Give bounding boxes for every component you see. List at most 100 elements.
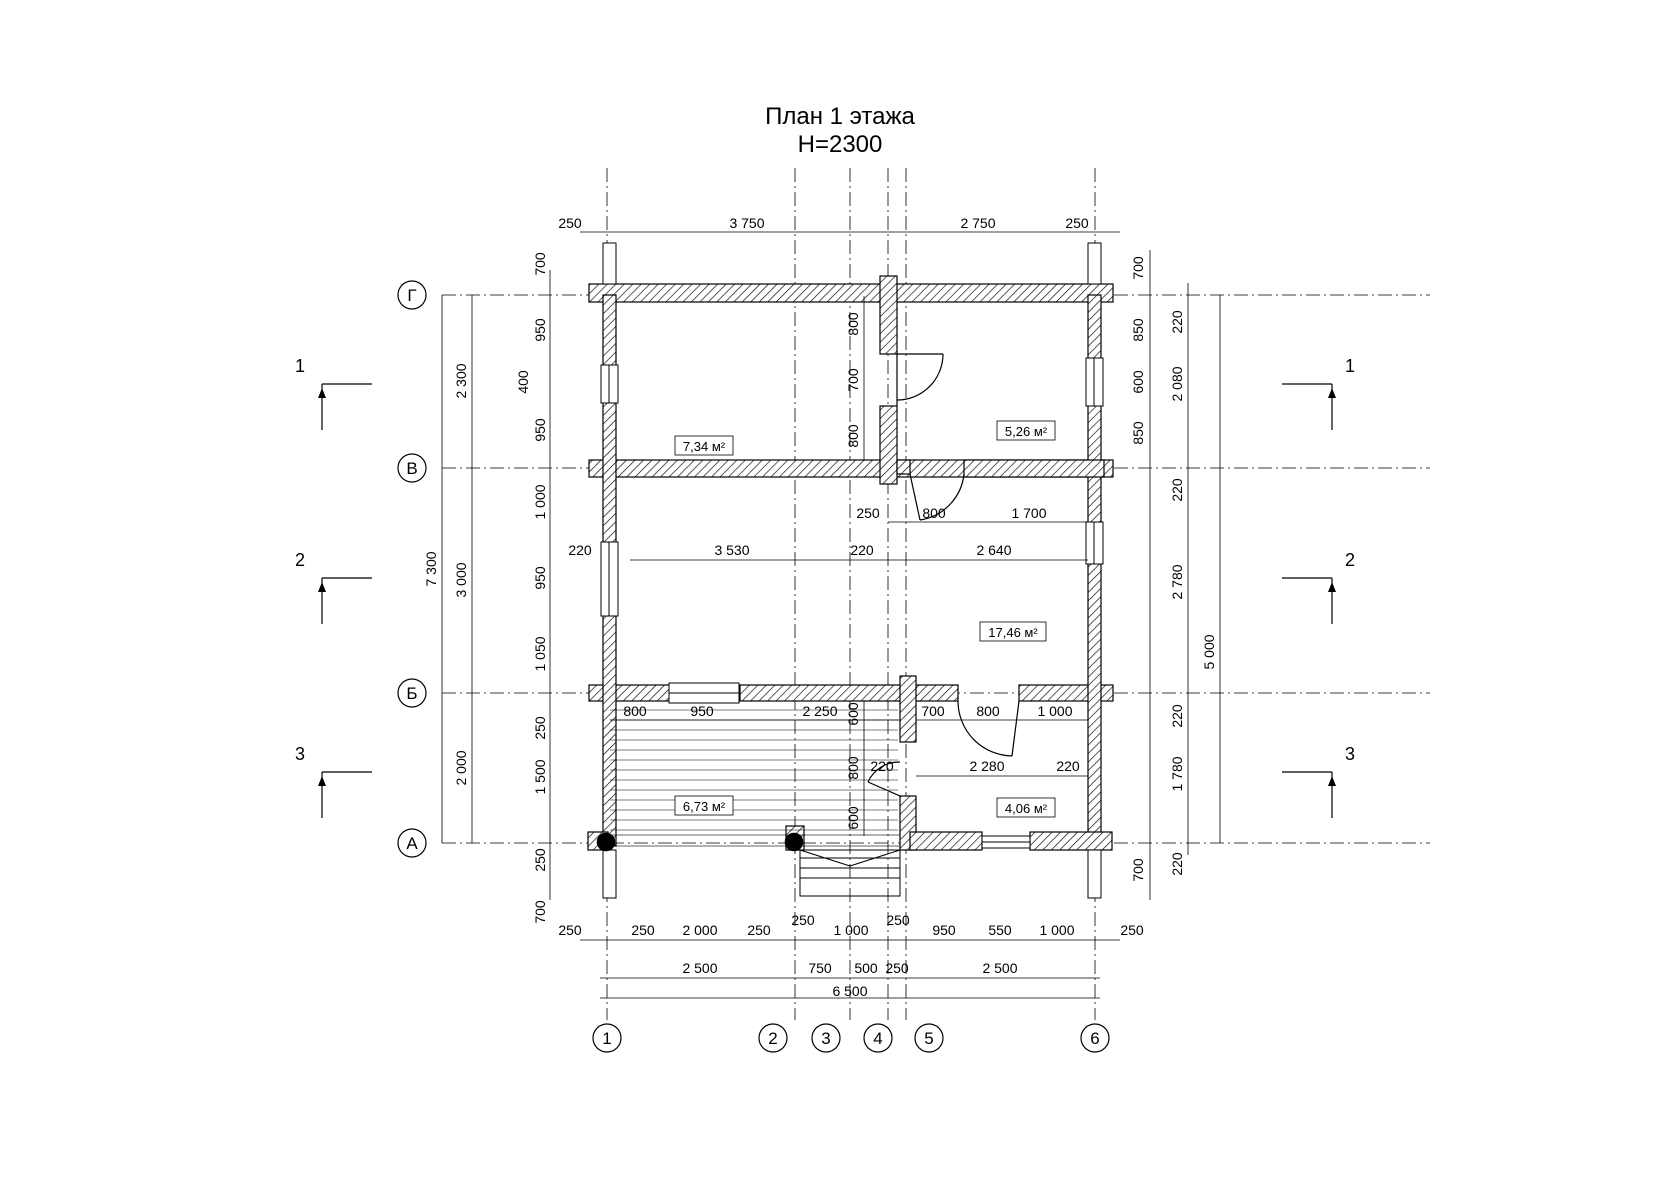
axis-label-a: А	[406, 834, 418, 853]
dim-bottom: 550	[988, 922, 1012, 938]
dim-top: 2 750	[960, 215, 995, 231]
axis-bubbles	[397, 280, 1110, 1053]
section-markers	[321, 383, 1333, 818]
dim-bottom: 950	[932, 922, 956, 938]
dim-right-mid: 1 780	[1169, 756, 1185, 791]
dim-right: 700	[1130, 256, 1146, 280]
dim-interior: 800	[845, 424, 861, 448]
dim-bottom: 500	[854, 960, 878, 976]
dim-interior: 800	[845, 312, 861, 336]
dim-interior: 800	[845, 756, 861, 780]
axis-label-3: 3	[821, 1029, 830, 1048]
dim-left: 1 000	[532, 484, 548, 519]
dim-interior: 1 000	[1037, 703, 1072, 719]
dim-bottom: 250	[747, 922, 771, 938]
section-label-3-right: 3	[1345, 744, 1355, 764]
axis-label-v: В	[406, 459, 417, 478]
dim-interior: 1 700	[1011, 505, 1046, 521]
dim-bottom: 250	[558, 922, 582, 938]
dim-interior: 600	[845, 806, 861, 830]
entrance-steps	[799, 849, 901, 897]
dim-left: 400	[515, 370, 531, 394]
dim-interior: 2 250	[802, 703, 837, 719]
dim-left-outer: 2 300	[453, 363, 469, 398]
dim-interior: 220	[1056, 758, 1080, 774]
dim-interior: 2 280	[969, 758, 1004, 774]
dim-right-mid: 220	[1169, 478, 1185, 502]
dim-left-total: 7 300	[423, 551, 439, 586]
room-area-terrace: 6,73 м²	[683, 799, 726, 814]
section-label-2-left: 2	[295, 550, 305, 570]
dim-right: 850	[1130, 421, 1146, 445]
dim-right-mid: 220	[1169, 704, 1185, 728]
dim-bottom: 2 000	[682, 922, 717, 938]
dim-interior: 600	[845, 702, 861, 726]
dim-left: 250	[532, 848, 548, 872]
dim-right-total: 5 000	[1201, 634, 1217, 669]
dim-right-mid: 220	[1169, 852, 1185, 876]
dim-left-outer: 2 000	[453, 750, 469, 785]
dim-top: 250	[558, 215, 582, 231]
dim-bottom: 2 500	[982, 960, 1017, 976]
section-arrows	[318, 388, 1336, 786]
room-area-bedroom-right: 5,26 м²	[1005, 424, 1048, 439]
dim-interior: 700	[845, 368, 861, 392]
dim-left: 950	[532, 418, 548, 442]
dim-bottom: 250	[791, 912, 815, 928]
dim-bottom: 250	[886, 912, 910, 928]
dim-bottom: 250	[631, 922, 655, 938]
plan-title: План 1 этажа	[765, 103, 915, 130]
dim-interior: 700	[921, 703, 945, 719]
dim-right: 700	[1130, 858, 1146, 882]
dim-bottom: 1 000	[833, 922, 868, 938]
section-label-2-right: 2	[1345, 550, 1355, 570]
axis-label-5: 5	[924, 1029, 933, 1048]
dim-interior: 800	[922, 505, 946, 521]
axis-label-2: 2	[768, 1029, 777, 1048]
dim-left: 950	[532, 566, 548, 590]
dim-bottom: 1 000	[1039, 922, 1074, 938]
dimension-lines	[441, 231, 1221, 999]
axis-label-1: 1	[602, 1029, 611, 1048]
dim-interior: 800	[976, 703, 1000, 719]
section-label-3-left: 3	[295, 744, 305, 764]
plan-subtitle: H=2300	[797, 131, 883, 158]
dim-left: 950	[532, 318, 548, 342]
dim-interior: 950	[690, 703, 714, 719]
dim-interior: 2 640	[976, 542, 1011, 558]
dim-total-width: 6 500	[832, 983, 867, 999]
axis-label-6: 6	[1090, 1029, 1099, 1048]
dim-interior: 250	[856, 505, 880, 521]
axis-label-b: Б	[406, 684, 417, 703]
room-area-bedroom-left: 7,34 м²	[683, 439, 726, 454]
dim-left: 250	[532, 716, 548, 740]
walls	[587, 275, 1114, 851]
dim-right: 850	[1130, 318, 1146, 342]
room-area-living: 17,46 м²	[988, 625, 1038, 640]
axis-label-g: Г	[407, 286, 416, 305]
section-label-1-right: 1	[1345, 356, 1355, 376]
dim-bottom: 250	[885, 960, 909, 976]
doors	[867, 353, 1020, 797]
axis-label-4: 4	[873, 1029, 882, 1048]
dim-right-mid: 2 780	[1169, 564, 1185, 599]
dim-left: 700	[532, 900, 548, 924]
dim-interior: 3 530	[714, 542, 749, 558]
dim-right-mid: 2 080	[1169, 366, 1185, 401]
dim-right: 600	[1130, 370, 1146, 394]
dim-right-mid: 220	[1169, 310, 1185, 334]
dim-left: 1 500	[532, 759, 548, 794]
dim-bottom: 2 500	[682, 960, 717, 976]
dim-bottom: 250	[1120, 922, 1144, 938]
dim-bottom: 750	[808, 960, 832, 976]
dim-interior: 800	[623, 703, 647, 719]
room-area-boxes	[674, 420, 1056, 818]
section-label-1-left: 1	[295, 356, 305, 376]
dim-interior: 220	[850, 542, 874, 558]
dim-interior: 220	[870, 758, 894, 774]
dim-left-outer: 3 000	[453, 562, 469, 597]
dim-top: 3 750	[729, 215, 764, 231]
log-ends	[602, 242, 1102, 899]
dim-top: 250	[1065, 215, 1089, 231]
